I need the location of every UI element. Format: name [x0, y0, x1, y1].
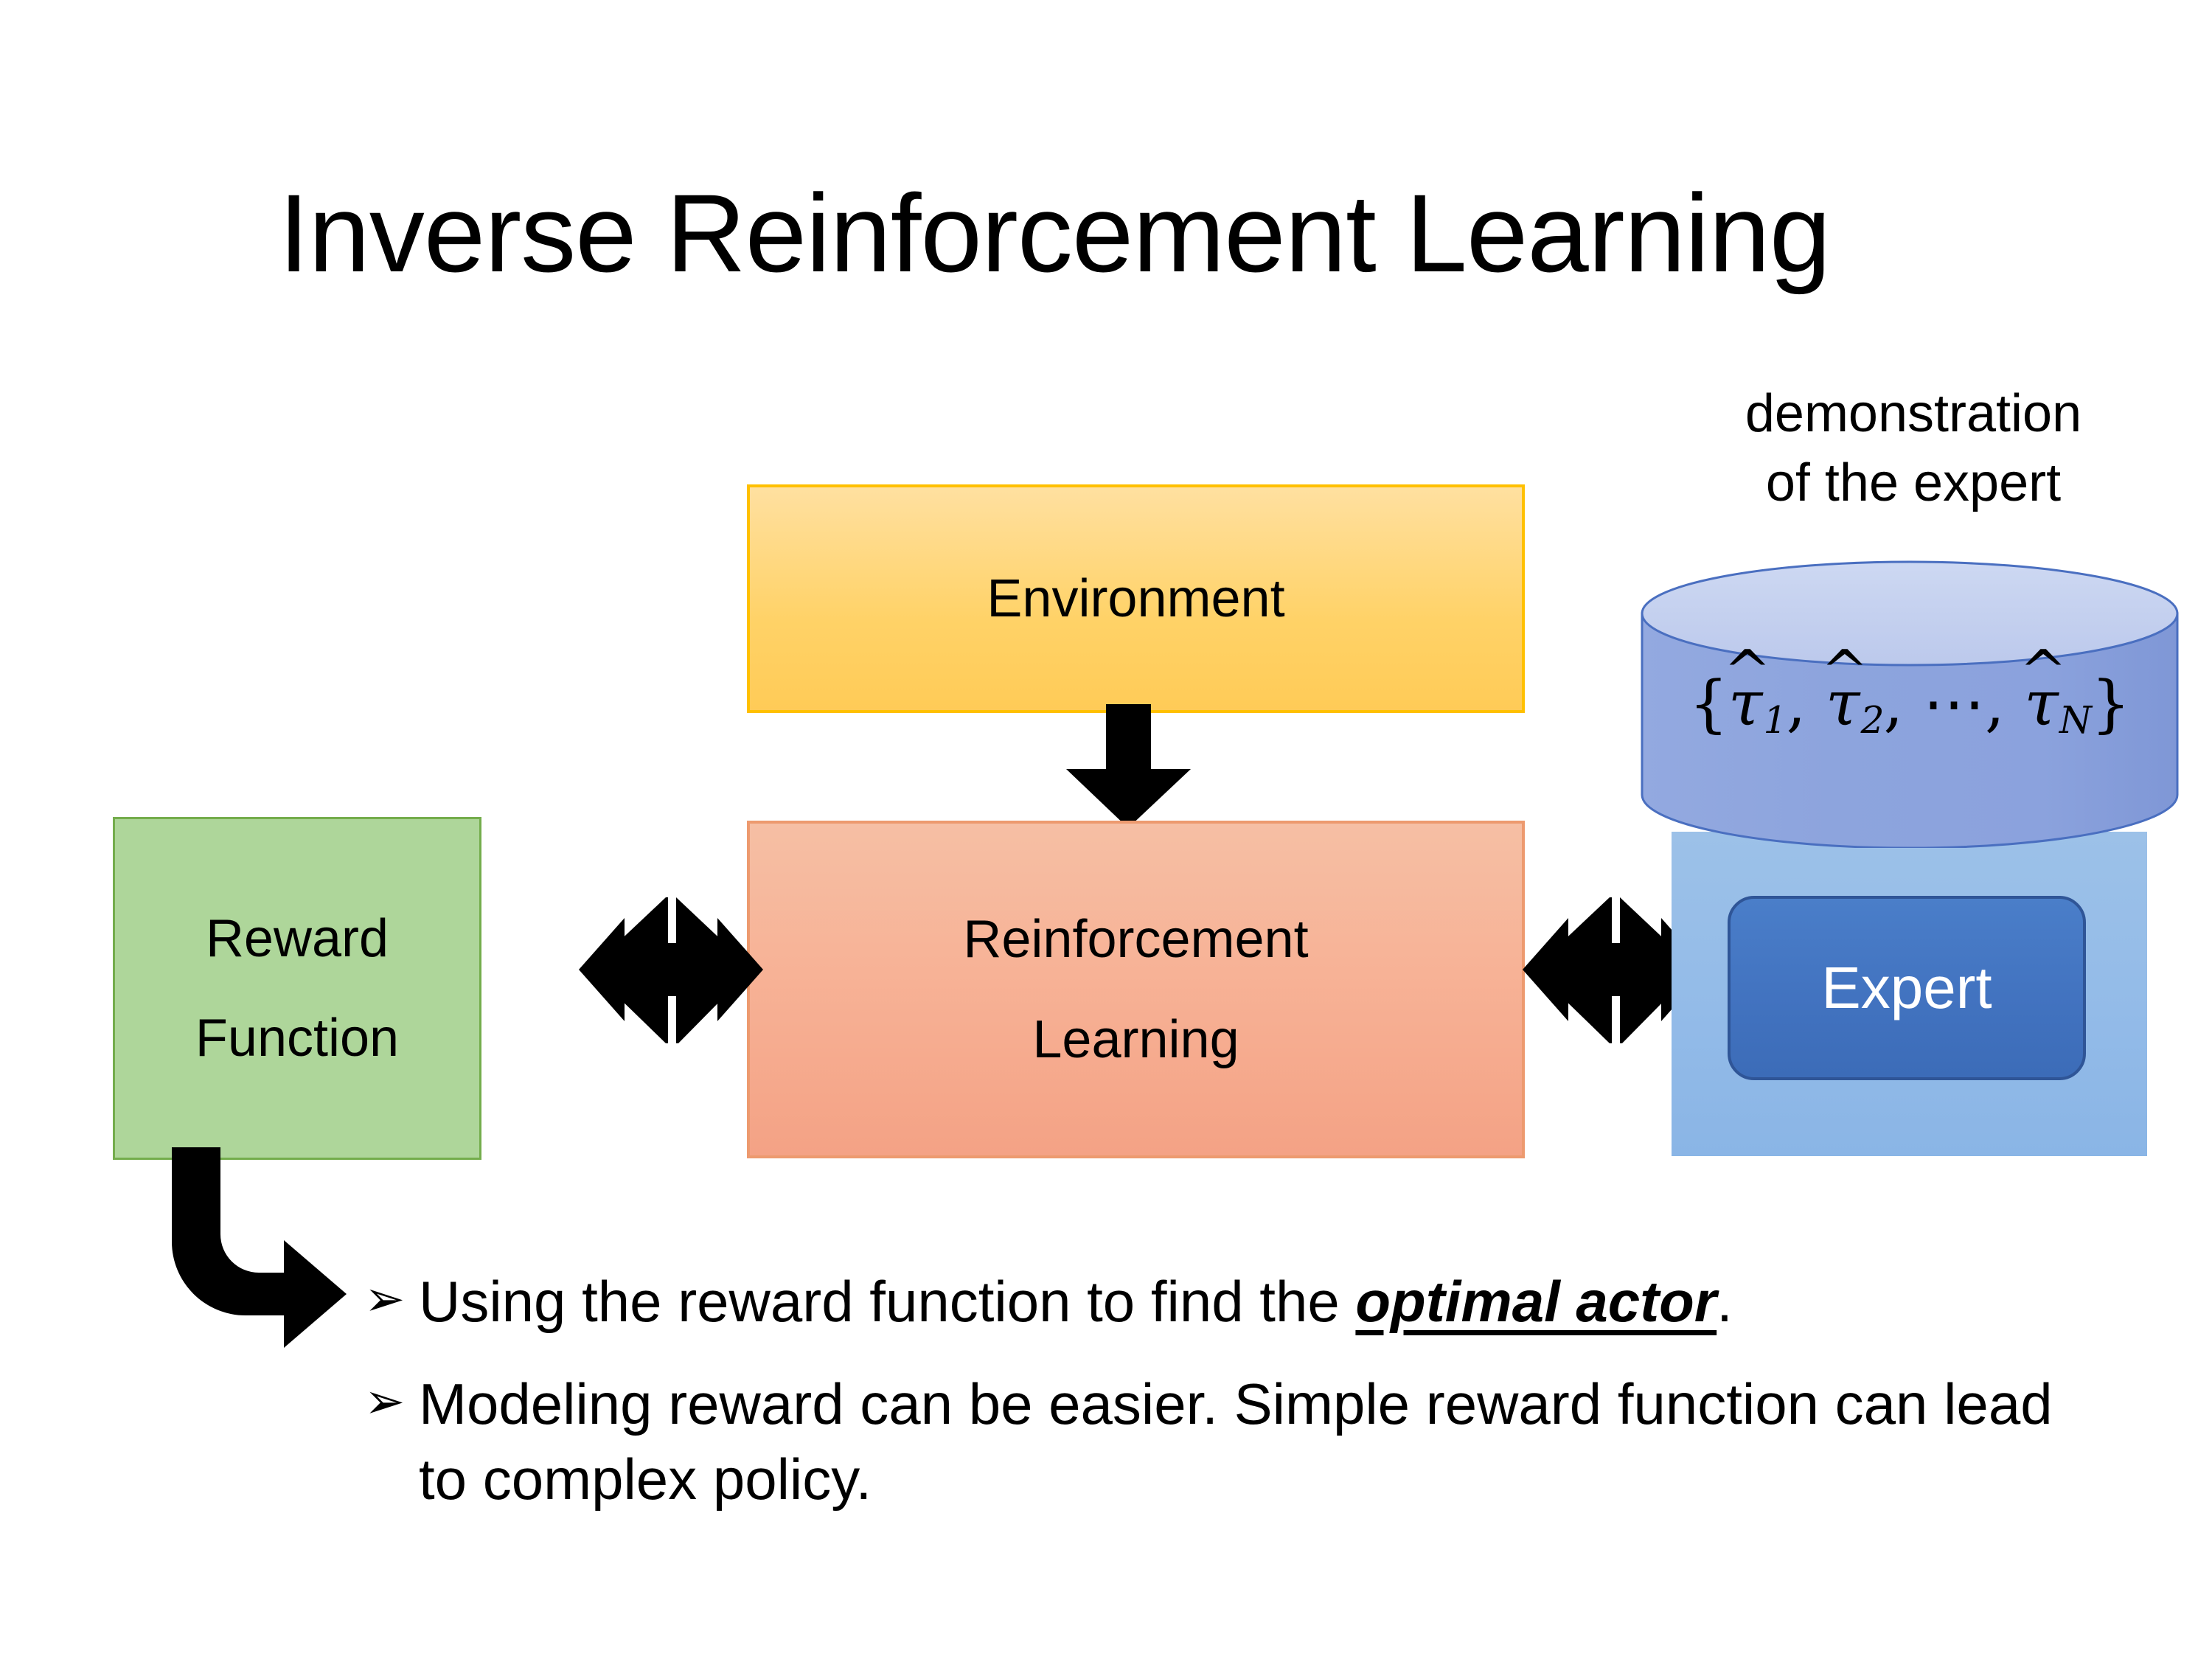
set-open-brace: {: [1688, 667, 1729, 740]
reward-to-bullets-elbow-arrow-icon: [172, 1147, 347, 1348]
tau-2: τ: [1826, 667, 1860, 740]
reward-to-rl-four-way-arrow-icon: [579, 897, 763, 1043]
expert-box[interactable]: Expert: [1728, 896, 2086, 1080]
rl-box-label: Reinforcement Learning: [963, 905, 1308, 1074]
tau-n-subscript: N: [2059, 698, 2092, 742]
bullet-1-text-after: .: [1717, 1269, 1733, 1334]
rl-box-label-line1: Reinforcement: [963, 909, 1309, 969]
reward-box-label-line2: Function: [195, 1008, 400, 1068]
bullet-1-text-before: Using the reward function to find the: [419, 1269, 1356, 1334]
expert-box-label: Expert: [1821, 955, 1992, 1020]
reward-box-label: Reward Function: [195, 905, 399, 1071]
bullet-text-1: Using the reward function to find the op…: [419, 1265, 2082, 1339]
tau-1: τ: [1728, 667, 1762, 740]
rl-to-expert-four-way-arrow-icon: [1523, 897, 1707, 1043]
bullet-marker-icon: ➢: [364, 1374, 406, 1429]
bullet-marker-icon: ➢: [364, 1271, 406, 1326]
bullet-1-emphasis: optimal actor: [1355, 1269, 1717, 1334]
environment-box-label: Environment: [987, 568, 1285, 628]
demonstration-caption: demonstration of the expert: [1641, 380, 2186, 518]
demonstration-caption-line2: of the expert: [1765, 453, 2062, 512]
demonstration-set-label: {τ1, τ2, ⋯, τN}: [1641, 667, 2179, 742]
tau-2-subscript: 2: [1860, 698, 1885, 742]
tau-1-subscript: 1: [1763, 698, 1787, 742]
page-title: Inverse Reinforcement Learning: [278, 171, 1832, 295]
reward-function-box[interactable]: Reward Function: [113, 817, 481, 1160]
ellipsis: ⋯: [1922, 667, 1985, 740]
bullet-text-2: Modeling reward can be easier. Simple re…: [419, 1371, 2053, 1512]
demonstration-caption-line1: demonstration: [1745, 384, 2082, 443]
bullet-list: ➢ Using the reward function to find the …: [364, 1265, 2082, 1545]
list-item: ➢ Using the reward function to find the …: [364, 1265, 2082, 1339]
environment-box[interactable]: Environment: [747, 484, 1525, 713]
reinforcement-learning-box[interactable]: Reinforcement Learning: [747, 821, 1525, 1158]
set-close-brace: }: [2090, 667, 2131, 740]
environment-to-rl-arrow-icon: [1066, 704, 1191, 828]
reward-box-label-line1: Reward: [205, 909, 389, 969]
tau-n: τ: [2024, 667, 2058, 740]
rl-box-label-line2: Learning: [1032, 1010, 1239, 1069]
list-item: ➢ Modeling reward can be easier. Simple …: [364, 1367, 2082, 1517]
